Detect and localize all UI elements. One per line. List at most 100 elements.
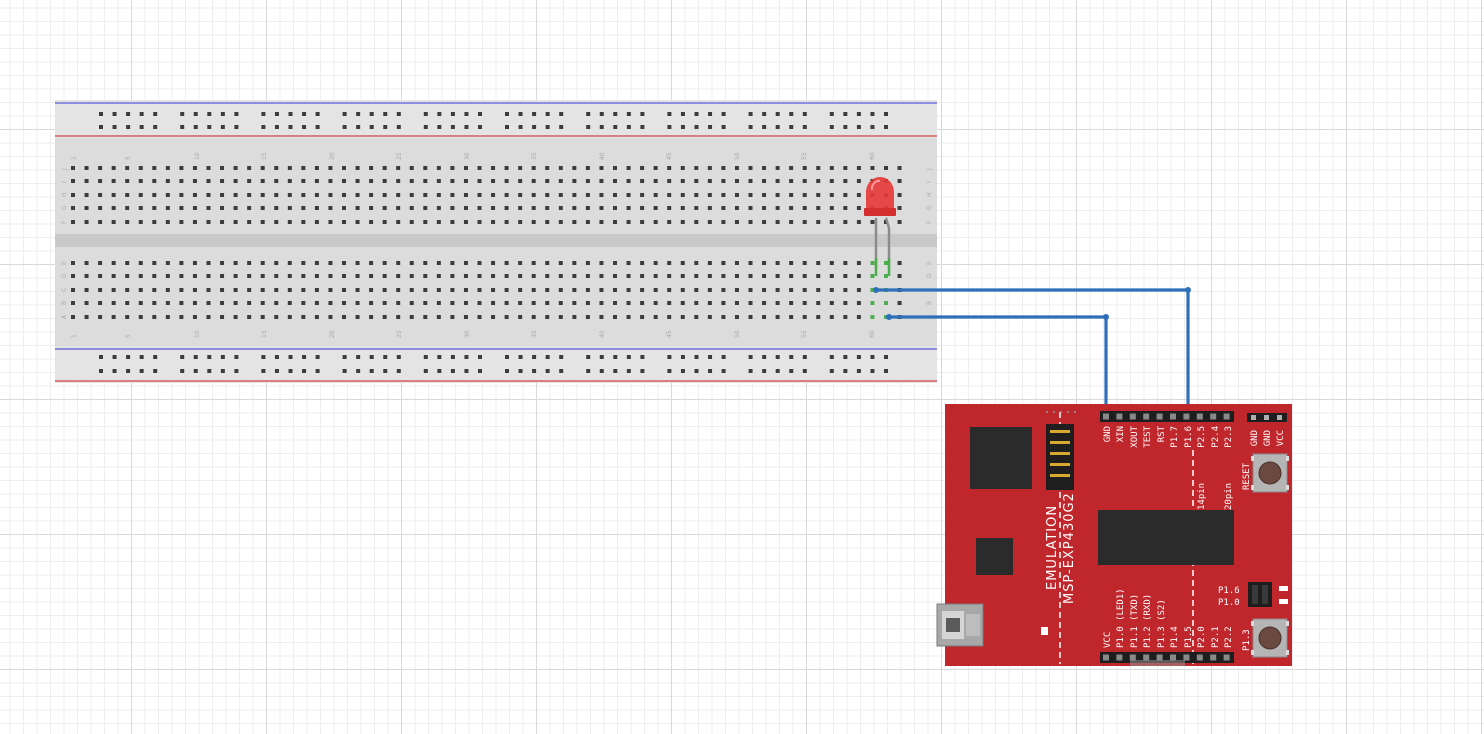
- breadboard-hole[interactable]: [531, 315, 536, 319]
- breadboard-hole[interactable]: [409, 193, 414, 197]
- power-rail-hole[interactable]: [288, 369, 293, 373]
- breadboard-hole[interactable]: [721, 193, 726, 197]
- breadboard-hole[interactable]: [884, 261, 888, 265]
- breadboard-hole[interactable]: [477, 206, 482, 210]
- power-rail-hole[interactable]: [234, 355, 239, 359]
- breadboard-hole[interactable]: [328, 315, 333, 319]
- breadboard-hole[interactable]: [220, 274, 225, 278]
- breadboard-hole[interactable]: [680, 193, 685, 197]
- breadboard-hole[interactable]: [192, 315, 197, 319]
- power-rail-hole[interactable]: [464, 112, 469, 116]
- breadboard-hole[interactable]: [640, 261, 645, 265]
- breadboard-hole[interactable]: [504, 261, 509, 265]
- breadboard-hole[interactable]: [680, 179, 685, 183]
- power-rail-hole[interactable]: [139, 112, 144, 116]
- breadboard-hole[interactable]: [369, 261, 374, 265]
- power-rail-hole[interactable]: [721, 125, 726, 129]
- power-rail-hole[interactable]: [640, 125, 645, 129]
- breadboard-hole[interactable]: [165, 206, 170, 210]
- power-rail-hole[interactable]: [884, 112, 888, 116]
- breadboard-hole[interactable]: [531, 166, 536, 170]
- breadboard-hole[interactable]: [233, 274, 238, 278]
- power-rail-hole[interactable]: [884, 369, 888, 373]
- breadboard-hole[interactable]: [423, 274, 428, 278]
- breadboard-hole[interactable]: [287, 288, 292, 292]
- breadboard-hole[interactable]: [342, 193, 346, 197]
- breadboard-hole[interactable]: [247, 166, 252, 170]
- breadboard-hole[interactable]: [491, 220, 496, 224]
- power-rail-hole[interactable]: [274, 355, 279, 359]
- breadboard-hole[interactable]: [125, 179, 130, 183]
- breadboard-hole[interactable]: [152, 288, 157, 292]
- breadboard-hole[interactable]: [789, 193, 794, 197]
- breadboard-hole[interactable]: [897, 220, 902, 224]
- breadboard-hole[interactable]: [436, 261, 441, 265]
- breadboard-hole[interactable]: [734, 315, 739, 319]
- breadboard-hole[interactable]: [748, 166, 753, 170]
- power-rail-hole[interactable]: [207, 355, 212, 359]
- breadboard-hole[interactable]: [762, 193, 767, 197]
- breadboard-hole[interactable]: [653, 193, 658, 197]
- breadboard-hole[interactable]: [301, 179, 306, 183]
- breadboard-hole[interactable]: [640, 315, 645, 319]
- breadboard-hole[interactable]: [247, 261, 252, 265]
- power-rail-hole[interactable]: [450, 125, 455, 129]
- breadboard-hole[interactable]: [816, 206, 821, 210]
- breadboard-hole[interactable]: [287, 179, 292, 183]
- breadboard-hole[interactable]: [328, 274, 333, 278]
- power-rail-hole[interactable]: [180, 355, 185, 359]
- breadboard-hole[interactable]: [856, 315, 861, 319]
- breadboard-hole[interactable]: [789, 179, 794, 183]
- power-rail-hole[interactable]: [464, 125, 469, 129]
- power-rail-hole[interactable]: [856, 355, 861, 359]
- breadboard-hole[interactable]: [694, 274, 699, 278]
- power-rail-hole[interactable]: [126, 369, 131, 373]
- breadboard-hole[interactable]: [138, 220, 143, 224]
- breadboard-hole[interactable]: [138, 288, 143, 292]
- power-rail-hole[interactable]: [613, 369, 618, 373]
- breadboard-hole[interactable]: [463, 166, 468, 170]
- breadboard-hole[interactable]: [382, 274, 387, 278]
- breadboard-hole[interactable]: [558, 206, 563, 210]
- breadboard-hole[interactable]: [518, 301, 523, 305]
- breadboard-hole[interactable]: [599, 315, 604, 319]
- power-rail-hole[interactable]: [532, 112, 537, 116]
- breadboard-hole[interactable]: [247, 288, 252, 292]
- power-rail-hole[interactable]: [478, 369, 482, 373]
- breadboard-hole[interactable]: [328, 301, 333, 305]
- breadboard-hole[interactable]: [355, 220, 360, 224]
- breadboard-hole[interactable]: [613, 274, 617, 278]
- power-rail-hole[interactable]: [586, 125, 591, 129]
- breadboard-hole[interactable]: [328, 193, 333, 197]
- power-rail-hole[interactable]: [450, 355, 455, 359]
- breadboard-hole[interactable]: [518, 274, 523, 278]
- breadboard-hole[interactable]: [816, 179, 821, 183]
- breadboard-hole[interactable]: [870, 261, 875, 265]
- breadboard-hole[interactable]: [667, 166, 672, 170]
- breadboard-hole[interactable]: [165, 315, 170, 319]
- breadboard-hole[interactable]: [396, 274, 401, 278]
- breadboard-hole[interactable]: [260, 301, 265, 305]
- power-rail-hole[interactable]: [884, 355, 888, 359]
- breadboard-hole[interactable]: [626, 315, 631, 319]
- power-rail-hole[interactable]: [870, 369, 875, 373]
- breadboard-hole[interactable]: [585, 206, 590, 210]
- breadboard-hole[interactable]: [504, 274, 509, 278]
- header-pin[interactable]: [1129, 413, 1136, 420]
- breadboard-hole[interactable]: [707, 220, 712, 224]
- breadboard-hole[interactable]: [179, 274, 184, 278]
- breadboard-hole[interactable]: [802, 301, 807, 305]
- breadboard-hole[interactable]: [84, 288, 89, 292]
- breadboard-hole[interactable]: [640, 220, 645, 224]
- breadboard-hole[interactable]: [667, 193, 672, 197]
- breadboard-hole[interactable]: [491, 274, 496, 278]
- breadboard-hole[interactable]: [680, 301, 685, 305]
- p1-3-button-cap[interactable]: [1258, 626, 1282, 650]
- breadboard-hole[interactable]: [423, 193, 428, 197]
- breadboard-hole[interactable]: [789, 166, 794, 170]
- breadboard-hole[interactable]: [721, 301, 726, 305]
- breadboard-hole[interactable]: [653, 179, 658, 183]
- breadboard-hole[interactable]: [856, 166, 861, 170]
- breadboard-hole[interactable]: [287, 261, 292, 265]
- breadboard-hole[interactable]: [775, 179, 780, 183]
